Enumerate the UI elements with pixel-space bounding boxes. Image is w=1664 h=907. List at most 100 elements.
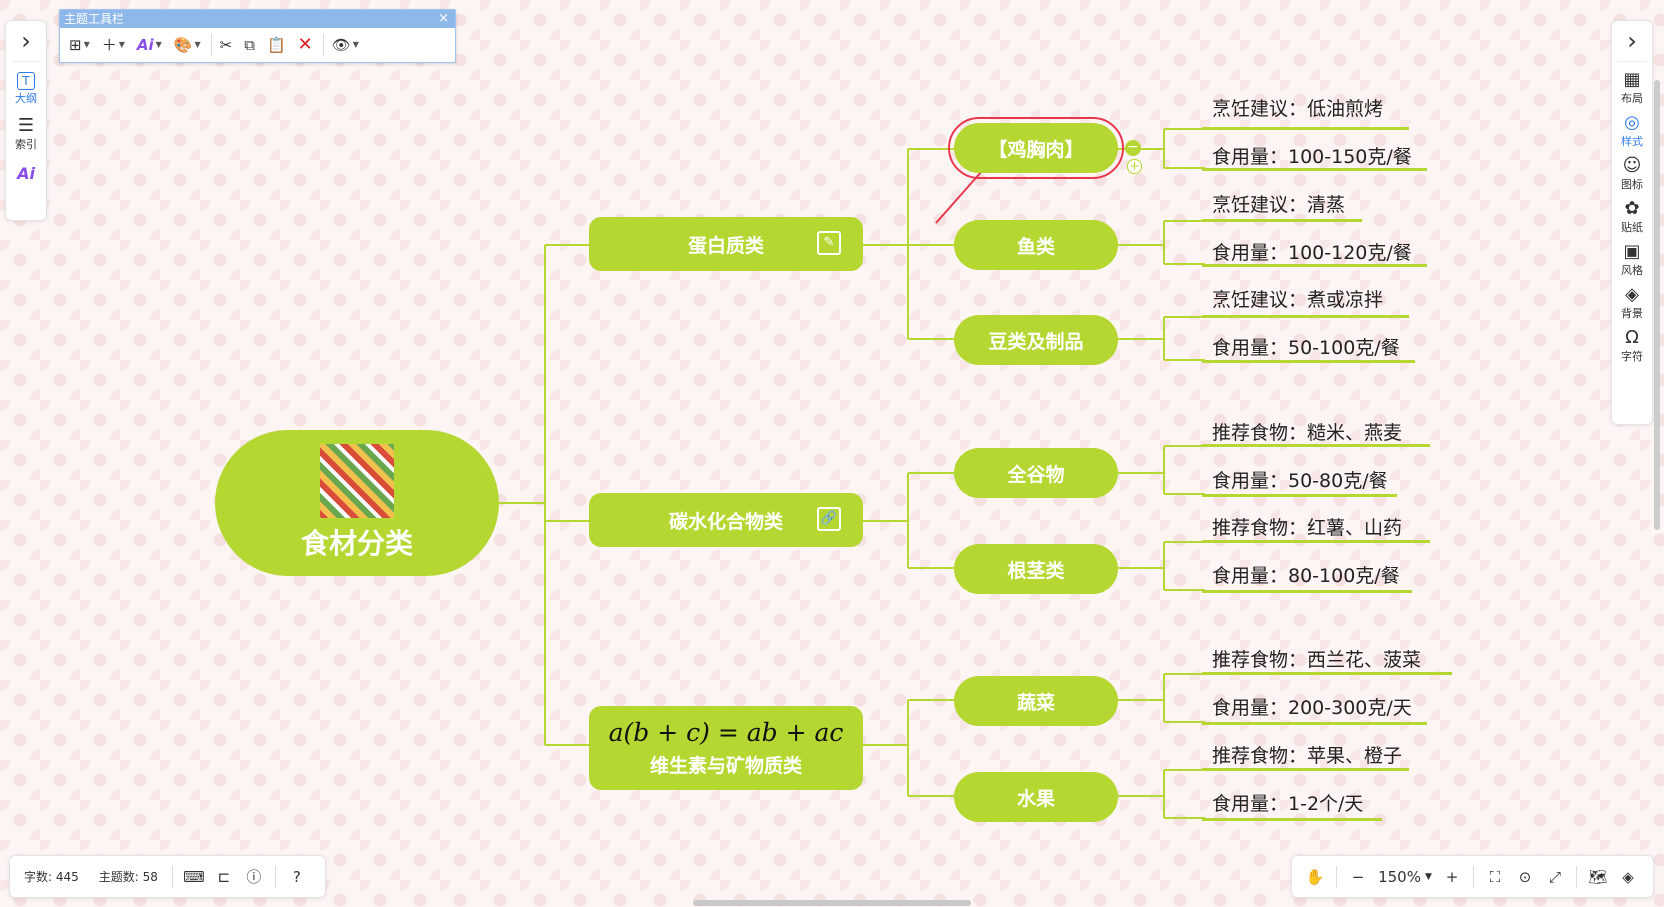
branch-carbs[interactable]: 碳水化合物类 🔗 — [589, 493, 863, 547]
hand-icon: ✋ — [1305, 867, 1325, 886]
expand-icon: ⤢ — [1548, 867, 1561, 886]
omega-icon: Ω — [1625, 327, 1639, 348]
leaf[interactable]: 食用量：100-150克/餐 — [1212, 146, 1412, 168]
view-button[interactable]: 👁▼ — [331, 35, 359, 54]
leaf[interactable]: 食用量：50-80克/餐 — [1212, 470, 1388, 492]
divider — [171, 865, 173, 888]
sidebar-item-index[interactable]: ☰ 索引 — [15, 115, 37, 152]
sidebar-item-outline[interactable]: T 大纲 — [15, 72, 37, 105]
paste-icon: 📋 — [266, 35, 286, 54]
edit-icon[interactable]: ✎ — [817, 231, 841, 255]
root-image — [320, 444, 394, 518]
sidebar-item-ai[interactable]: Ai — [6, 164, 46, 184]
divider — [1576, 865, 1577, 888]
minimap-button[interactable]: 🗺 — [1587, 863, 1609, 891]
leaf[interactable]: 食用量：1-2个/天 — [1212, 793, 1364, 815]
plus-icon: + — [1445, 867, 1459, 886]
layout-icon: ▦ — [1623, 69, 1641, 90]
horizontal-scrollbar[interactable] — [693, 900, 971, 906]
add-child-icon[interactable]: + — [1127, 159, 1142, 174]
leaf[interactable]: 烹饪建议：低油煎烤 — [1212, 98, 1384, 120]
vertical-scrollbar[interactable] — [1654, 80, 1660, 530]
hand-tool-button[interactable]: ✋ — [1304, 863, 1326, 891]
toolbar-title-bar[interactable]: 主题工具栏 × — [60, 10, 455, 28]
leaf[interactable]: 推荐食物：糙米、燕麦 — [1212, 422, 1403, 444]
topic-chicken[interactable]: 【鸡胸肉】 — [948, 117, 1124, 179]
add-icon: ＋ — [101, 36, 117, 54]
left-sidebar: › T 大纲 ☰ 索引 Ai — [5, 20, 47, 221]
scissors-icon: ✂ — [219, 35, 233, 54]
leaf[interactable]: 烹饪建议：清蒸 — [1212, 194, 1346, 216]
expand-right-button[interactable]: › — [1612, 29, 1652, 53]
help-icon: ? — [292, 867, 301, 886]
leaf[interactable]: 推荐食物：苹果、橙子 — [1212, 745, 1403, 767]
ruler-button[interactable]: ⊏ — [213, 863, 235, 891]
sidebar-item-background[interactable]: ◈ 背景 — [1621, 284, 1643, 321]
sidebar-item-stickers[interactable]: ✿ 贴纸 — [1621, 198, 1643, 235]
theme-icon: ▣ — [1623, 241, 1641, 262]
fullscreen-button[interactable]: ⤢ — [1544, 863, 1566, 891]
delete-icon: ✕ — [297, 34, 313, 55]
leaf[interactable]: 推荐食物：西兰花、菠菜 — [1212, 649, 1422, 671]
add-button[interactable]: ＋▼ — [101, 36, 125, 54]
leaf[interactable]: 推荐食物：红薯、山药 — [1212, 517, 1403, 539]
divider — [1336, 865, 1337, 888]
style-button[interactable]: 🎨▼ — [173, 35, 201, 54]
insert-topic-button[interactable]: ⊞▼ — [69, 35, 90, 54]
locate-button[interactable]: ⊙ — [1514, 863, 1536, 891]
status-bar-right: ✋ − 150% ▼ + ⛶ ⊙ ⤢ 🗺 ◈ — [1291, 855, 1654, 898]
link-icon[interactable]: 🔗 — [817, 507, 841, 531]
help-button[interactable]: ? — [286, 863, 308, 891]
keyboard-button[interactable]: ⌨ — [183, 863, 205, 891]
palette-icon: 🎨 — [173, 35, 193, 54]
eye-icon: 👁 — [331, 35, 351, 54]
topic-fish[interactable]: 鱼类 — [954, 220, 1118, 270]
fit-icon: ⛶ — [1489, 867, 1501, 886]
topic-root-veg[interactable]: 根茎类 — [954, 544, 1118, 594]
topic-beans[interactable]: 豆类及制品 — [954, 315, 1118, 365]
leaf[interactable]: 烹饪建议：煮或凉拌 — [1212, 289, 1384, 311]
layers-button[interactable]: ◈ — [1617, 863, 1639, 891]
toolbar-title: 主题工具栏 — [64, 12, 125, 26]
leaf[interactable]: 食用量：50-100克/餐 — [1212, 337, 1400, 359]
zoom-level: 150% — [1378, 867, 1421, 886]
ai-icon: Ai — [136, 35, 154, 54]
root-node[interactable]: 食材分类 — [215, 430, 499, 576]
copy-button[interactable]: ⧉ — [239, 31, 260, 59]
minus-icon: − — [1351, 867, 1365, 886]
sidebar-item-style[interactable]: ◎ 样式 — [1621, 112, 1643, 149]
cut-button[interactable]: ✂ — [215, 31, 238, 59]
leaf[interactable]: 食用量：200-300克/天 — [1212, 697, 1412, 719]
leaf[interactable]: 食用量：100-120克/餐 — [1212, 242, 1412, 264]
sidebar-item-characters[interactable]: Ω 字符 — [1621, 327, 1643, 364]
leaf[interactable]: 食用量：80-100克/餐 — [1212, 565, 1400, 587]
copy-icon: ⧉ — [244, 35, 255, 54]
info-button[interactable]: ⓘ — [243, 863, 265, 891]
chevron-down-icon: ▼ — [1424, 871, 1432, 882]
topic-whole-grain[interactable]: 全谷物 — [954, 448, 1118, 498]
status-bar-left: 字数: 445 主题数: 58 ⌨ ⊏ ⓘ ? — [9, 855, 326, 898]
insert-topic-icon: ⊞ — [69, 35, 82, 54]
word-count: 字数: 445 — [24, 870, 79, 884]
close-icon[interactable]: × — [438, 11, 449, 26]
outline-icon: T — [17, 72, 35, 90]
ai-button[interactable]: Ai▼ — [136, 35, 162, 54]
expand-left-button[interactable]: › — [6, 29, 46, 53]
divider — [210, 33, 212, 56]
zoom-select[interactable]: 150% ▼ — [1377, 863, 1433, 891]
collapse-icon[interactable]: − — [1125, 140, 1141, 156]
smile-icon: ☺ — [1622, 155, 1642, 176]
branch-protein[interactable]: 蛋白质类 ✎ — [589, 217, 863, 271]
sidebar-item-theme[interactable]: ▣ 风格 — [1621, 241, 1643, 278]
delete-button[interactable]: ✕ — [293, 31, 318, 59]
paste-button[interactable]: 📋 — [262, 31, 291, 59]
topic-fruit[interactable]: 水果 — [954, 772, 1118, 822]
topic-vegetables[interactable]: 蔬菜 — [954, 676, 1118, 726]
sidebar-item-icons[interactable]: ☺ 图标 — [1621, 155, 1643, 192]
zoom-out-button[interactable]: − — [1347, 863, 1369, 891]
zoom-in-button[interactable]: + — [1441, 863, 1463, 891]
branch-vitamins[interactable]: a(b + c) = ab + ac 维生素与矿物质类 — [589, 706, 863, 790]
sidebar-item-layout[interactable]: ▦ 布局 — [1621, 69, 1643, 106]
fit-screen-button[interactable]: ⛶ — [1484, 863, 1506, 891]
